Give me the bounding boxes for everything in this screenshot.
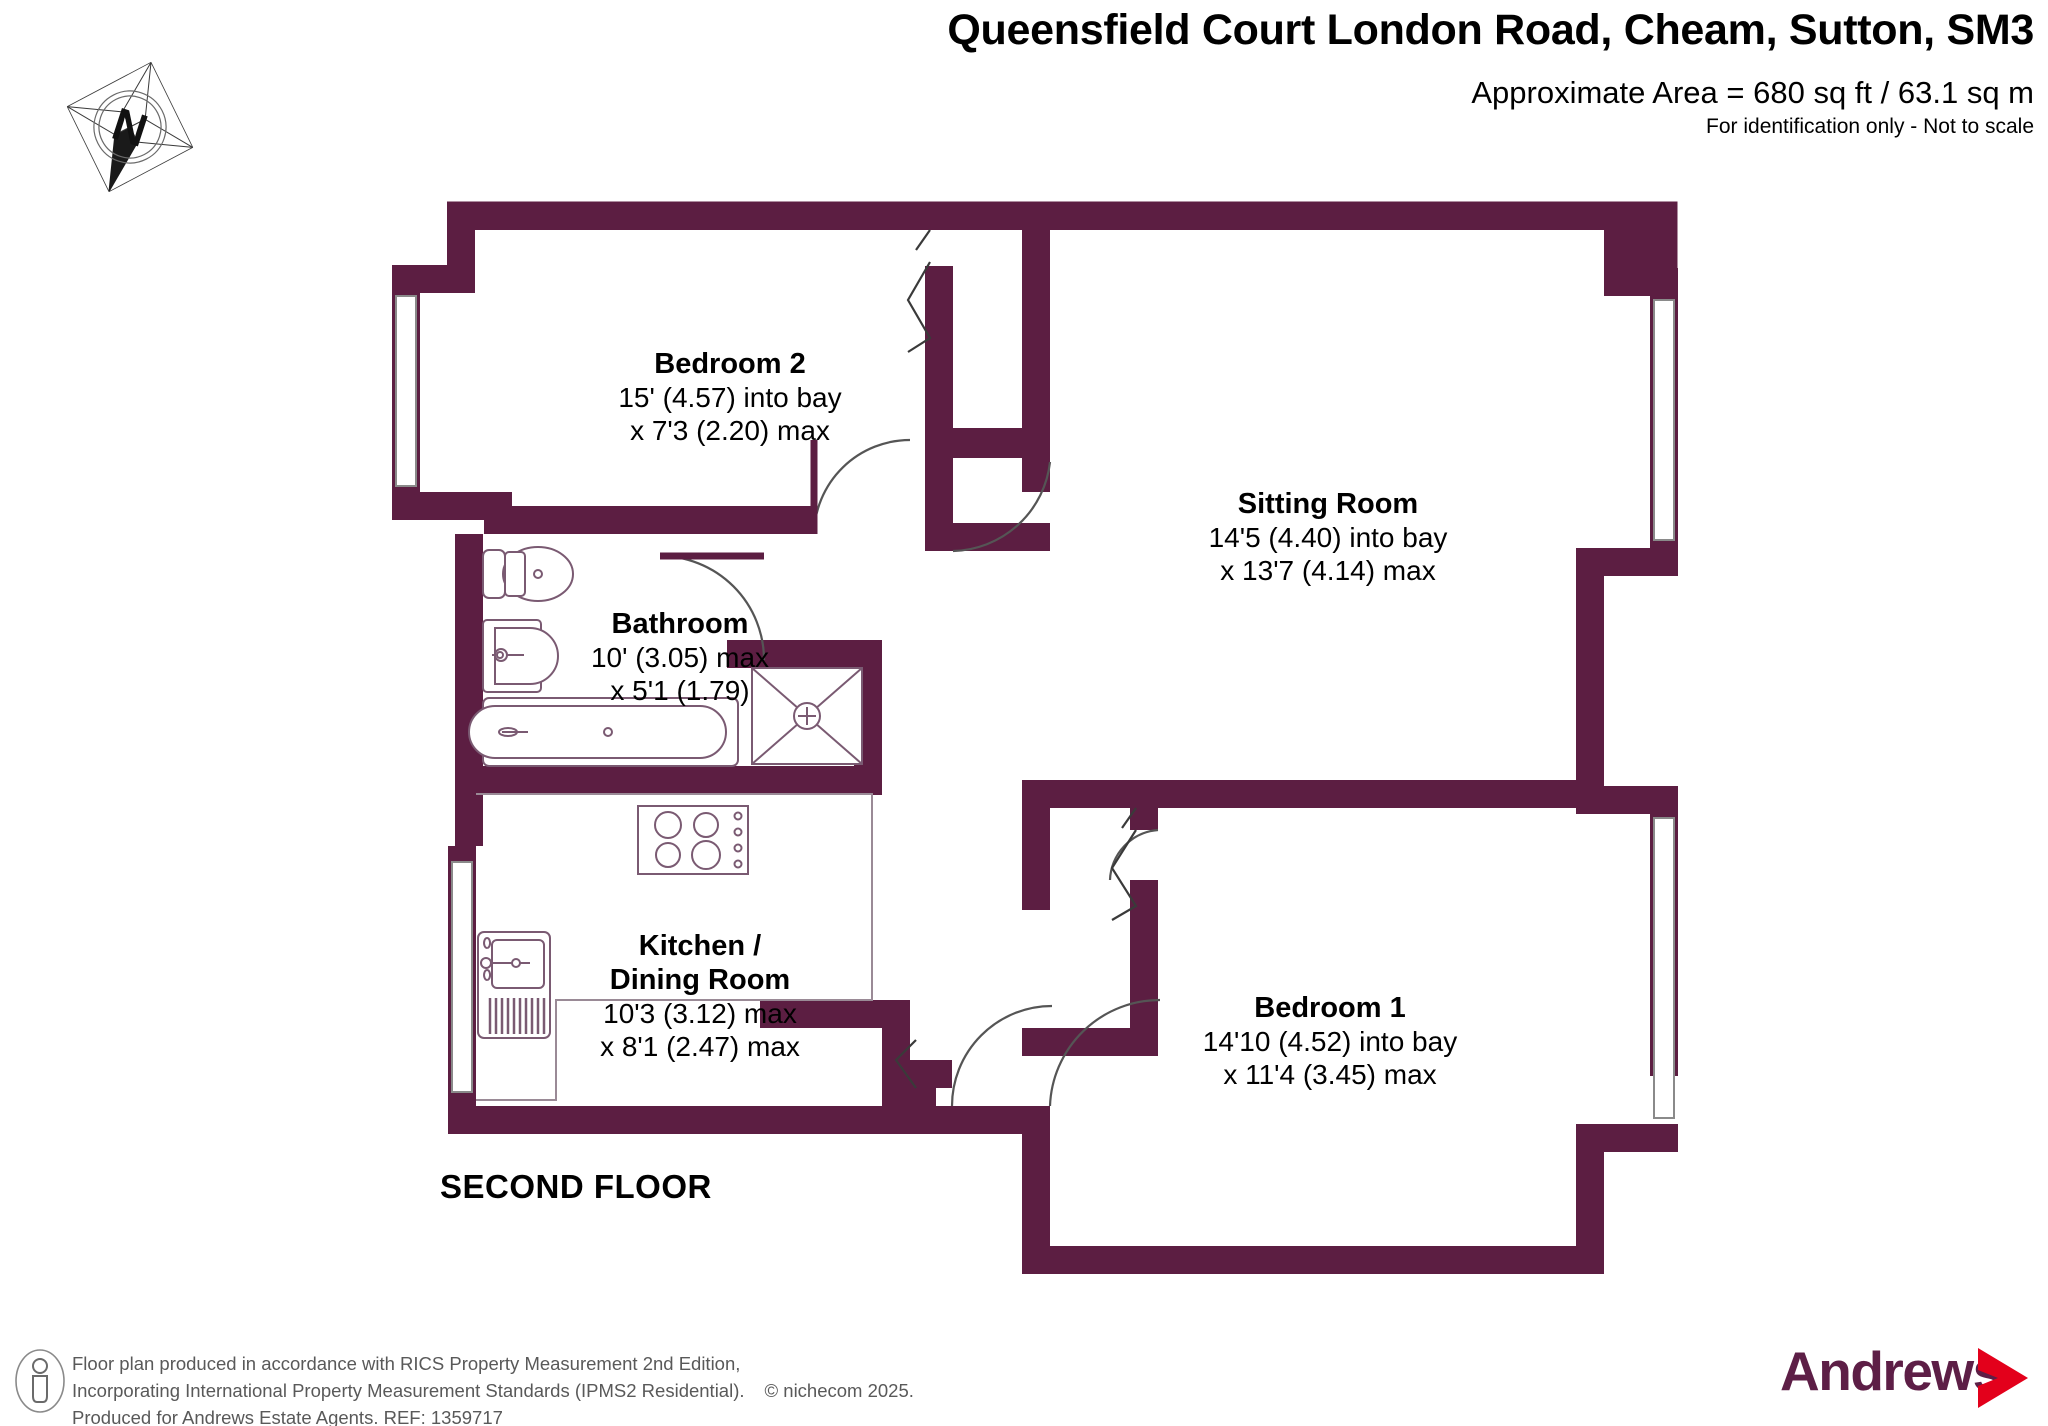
room-dimension-2: x 8'1 (2.47) max [600, 1030, 800, 1062]
casement-bed1 [1110, 829, 1138, 921]
wall-bath-left [455, 534, 483, 794]
person-icon [15, 1349, 65, 1413]
room-name: Bedroom 2 [654, 348, 806, 380]
door-sitting-room [952, 461, 1052, 553]
kitchen-fixtures [476, 793, 873, 1101]
room-dimension-2: x 5'1 (1.79) [610, 674, 750, 706]
wall-shower-bottom [727, 766, 882, 794]
wall-hall-spur [925, 440, 1050, 458]
footer-line-2a: Incorporating International Property Mea… [72, 1379, 745, 1401]
window-bed1-bay [1653, 817, 1675, 1119]
wall-bed1-door-jamb [1130, 780, 1158, 830]
room-name: Bathroom [611, 608, 749, 640]
wall-sit-bed1-divider [1022, 780, 1604, 808]
wall-hall-upper-left [925, 266, 953, 456]
door-bedroom2 [812, 438, 911, 535]
identification-note: For identification only - Not to scale [1706, 115, 2034, 138]
window-casements [894, 229, 1138, 1089]
footer-disclaimer: Floor plan produced in accordance with R… [72, 1351, 914, 1426]
door-bedroom1 [1108, 828, 1159, 881]
window-kitchen [451, 861, 473, 1093]
bathroom-fixtures [468, 546, 863, 767]
room-label-kitchen-dining-room: Kitchen / Dining Room 10'3 (3.12) max x … [550, 930, 850, 1063]
compass-icon: N [66, 61, 194, 193]
chevron-right-icon [1978, 1348, 2028, 1408]
andrews-wordmark: Andrews [1780, 1340, 2003, 1402]
andrews-logo[interactable]: Andrews [1780, 1338, 2030, 1418]
wall-kitchen-bottom [448, 1106, 908, 1134]
casement-bed1b [1121, 807, 1137, 829]
worktop-outline [476, 793, 873, 1101]
windows [395, 295, 1675, 1119]
page-title: Queensfield Court London Road, Cheam, Su… [947, 6, 2034, 54]
bathtub-icon [468, 697, 739, 767]
room-dimension-1: 15' (4.57) into bay [618, 381, 842, 413]
doors [659, 438, 1161, 1107]
room-label-sitting-room: Sitting Room 14'5 (4.40) into bay x 13'7… [1168, 488, 1488, 587]
wall-sit-right-top [1604, 202, 1632, 272]
wall-bed1-hall-bottom [1022, 1028, 1158, 1056]
window-bed2-bay [395, 295, 417, 487]
wall-sit-right-lower [1576, 548, 1604, 788]
door-entry-a [950, 1004, 1053, 1107]
room-dimension-2: x 13'7 (4.14) max [1220, 554, 1436, 586]
room-name: Sitting Room [1237, 488, 1419, 520]
wall-bath-bottom [455, 766, 755, 794]
casement-entry [894, 1039, 917, 1089]
hob-icon [637, 805, 749, 875]
shower-tray-icon [751, 667, 863, 765]
door-entry-b [1048, 998, 1161, 1107]
room-dimension-1: 10' (3.05) max [590, 641, 770, 673]
room-dimension-1: 10'3 (3.12) max [603, 997, 797, 1029]
window-sit-bay [1653, 299, 1675, 541]
wall-bed2-bottom-end [742, 506, 770, 534]
approximate-area: Approximate Area = 680 sq ft / 63.1 sq m [1471, 75, 2034, 110]
room-name: Bedroom 1 [1254, 992, 1406, 1024]
room-label-bathroom: Bathroom 10' (3.05) max x 5'1 (1.79) [540, 608, 820, 707]
footer-line-2: Incorporating International Property Mea… [72, 1378, 914, 1405]
casement-top-left [906, 261, 932, 353]
footer-line-3: Produced for Andrews Estate Agents. REF:… [72, 1406, 503, 1426]
room-name-second-line: Dining Room [609, 963, 791, 996]
compass-rose: N [60, 55, 200, 200]
room-label-bedroom-1: Bedroom 1 14'10 (4.52) into bay x 11'4 (… [1160, 992, 1500, 1091]
wall-bed1-left-lower [1022, 1120, 1050, 1274]
room-name: Kitchen / [638, 930, 762, 962]
wall-kitchen-left-top [455, 794, 483, 846]
room-label-bedroom-2: Bedroom 2 15' (4.57) into bay x 7'3 (2.2… [580, 348, 880, 447]
wall-bed1-bottom [1022, 1246, 1604, 1274]
basin-icon [482, 619, 559, 693]
drainer-grooves [488, 998, 546, 1034]
footer-copyright: © nichecom 2025. [764, 1379, 914, 1401]
toilet-icon [482, 546, 574, 602]
footer-line-1: Floor plan produced in accordance with R… [72, 1353, 741, 1374]
wall-entry-bottom2 [1010, 1106, 1050, 1134]
wall-hall-lower-right [1022, 523, 1050, 551]
room-dimension-1: 14'10 (4.52) into bay [1202, 1025, 1458, 1057]
casement-top-left2 [915, 229, 931, 251]
floor-level-label: SECOND FLOOR [440, 1168, 712, 1205]
sink-icon [477, 931, 551, 1039]
room-dimension-2: x 11'4 (3.45) max [1223, 1058, 1437, 1090]
room-dimension-2: x 7'3 (2.20) max [630, 414, 830, 446]
wall-bed1-left-upper [1022, 780, 1050, 910]
room-dimension-1: 14'5 (4.40) into bay [1208, 521, 1448, 553]
